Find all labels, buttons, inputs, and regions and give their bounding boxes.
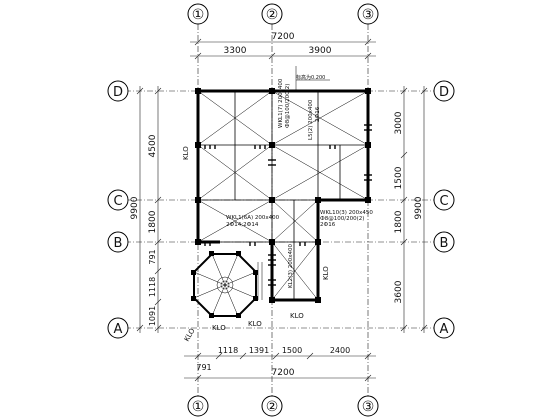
kl0-label-3: KLO (290, 312, 304, 320)
dim-bottom-part-3: 1500 (282, 346, 302, 355)
dim-left-lower-1: 791 (148, 249, 157, 264)
dim-left-part-2: 1800 (148, 210, 158, 233)
kl0-label-5: KLO (212, 324, 226, 332)
kl0-label-6: KLO (183, 327, 197, 343)
kl0-label-2: KLO (322, 266, 330, 280)
beam-label-b: WKL1(6A) 200x400 (226, 215, 280, 221)
bar-label-e: 2Ф16 (315, 106, 321, 122)
top-dimensions: 7200 3300 3900 (190, 32, 376, 60)
axis-left-d: D (113, 85, 123, 100)
axis-top-3: ③ (362, 7, 375, 23)
dim-right-part-1: 3000 (394, 111, 404, 134)
dim-right-part-3: 1800 (394, 210, 404, 233)
beam-label-e: L5(2) 200x400 (308, 99, 314, 140)
top-elevation-note: 标高为0.200 (296, 74, 325, 81)
beam-label-c: WKL10(3) 200x450 (320, 210, 373, 216)
axis-right-b: B (440, 236, 449, 251)
bottom-axis-bubbles: ① ② ③ (187, 395, 379, 417)
dim-right-total: 9900 (414, 196, 424, 219)
dim-bottom-small: 791 (196, 363, 211, 372)
axis-right-c: C (439, 194, 448, 209)
dim-bottom-total: 7200 (272, 368, 295, 378)
axis-right-d: D (439, 85, 449, 100)
dim-left-total: 9900 (130, 196, 140, 219)
octagonal-bay (191, 251, 263, 318)
axis-right-a: A (440, 322, 449, 337)
beam-label-a: WKL1(7) 200x400 (278, 78, 284, 128)
bar-label-a: Ф8@100/200(2) (285, 84, 291, 128)
top-axis-bubbles: ① ② ③ (187, 3, 379, 25)
dim-left-lower-3: 1091 (148, 306, 157, 326)
axis-top-1: ① (192, 7, 205, 23)
dim-bottom-part-4: 2400 (330, 346, 350, 355)
axis-bottom-3: ③ (362, 399, 375, 415)
dim-bottom-part-2: 1391 (249, 346, 269, 355)
dim-left-lower-2: 1118 (148, 277, 157, 297)
dim-left-part-1: 4500 (148, 134, 158, 157)
dim-right-part-2: 1500 (394, 166, 404, 189)
axis-bottom-2: ② (266, 399, 279, 415)
dim-right-part-4: 3600 (394, 280, 404, 303)
axis-left-b: B (114, 236, 123, 251)
kl0-label-1: KLO (182, 146, 190, 160)
building-structure (195, 88, 372, 303)
beam-annotations: 标高为0.200 WKL1(7) 200x400 Ф8@100/200(2) L… (182, 66, 373, 343)
bar-label-c2: 2Ф16 (320, 222, 336, 228)
bar-label-c: Ф8@100/200(2) (320, 216, 364, 222)
bottom-dimensions: 1118 1391 1500 2400 791 7200 (184, 346, 376, 382)
dim-top-total: 7200 (272, 32, 295, 42)
beam-label-d: KL2(3) 200x400 (288, 244, 294, 288)
dim-top-part-2: 3900 (309, 46, 332, 56)
dim-bottom-part-1: 1118 (218, 346, 238, 355)
right-axis-bubbles: D C B A (433, 80, 455, 339)
left-dimensions: 9900 4500 1800 791 1118 1091 (130, 86, 162, 333)
kl0-label-4: KLO (248, 320, 262, 328)
right-dimensions: 3000 1500 1800 3600 9900 (394, 86, 428, 333)
axis-left-a: A (114, 322, 123, 337)
bar-label-b: 2Ф14;2Ф14 (226, 222, 259, 228)
dim-top-part-1: 3300 (224, 46, 247, 56)
left-axis-bubbles: D C B A (107, 80, 129, 339)
axis-bottom-1: ① (192, 399, 205, 415)
axis-left-c: C (113, 194, 122, 209)
axis-top-2: ② (266, 7, 279, 23)
